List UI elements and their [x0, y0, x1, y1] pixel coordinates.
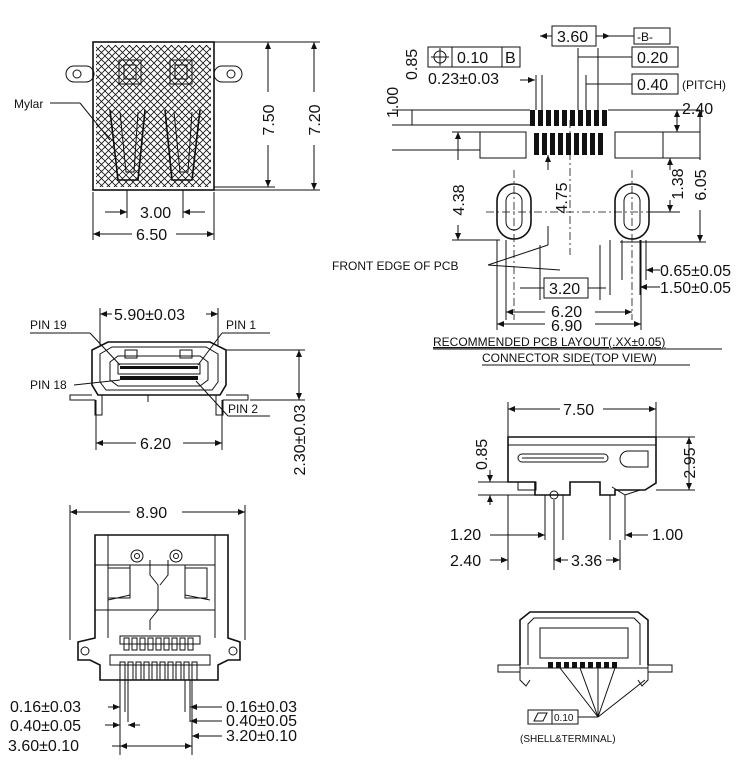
dim-2-40: 2.40: [682, 101, 713, 118]
dim-2-95: 2.95: [682, 447, 699, 478]
dim-0-23: 0.23±0.03: [428, 71, 499, 88]
dim-1-00-side: 1.00: [652, 527, 683, 544]
pitch-value: 0.40: [637, 77, 668, 94]
shell-terminal-note: (SHELL&TERMINAL): [520, 734, 616, 745]
caption-connector-side: CONNECTOR SIDE(TOP VIEW): [482, 351, 657, 365]
dim-5-90: 5.90±0.03: [114, 307, 185, 324]
pcb-layout-view: 0.10 B 3.60 -B- 0.20 0.40 (PITCH) 0.85 0…: [332, 25, 731, 366]
side-body-outline: [507, 436, 657, 496]
flatness-tolerance: 0.10: [554, 713, 574, 724]
dim-0-16-right: 0.16±0.03: [226, 699, 297, 716]
dim-1-00: 1.00: [385, 87, 402, 118]
pin-2-label: PIN 2: [228, 402, 258, 416]
dim-7-50: 7.50: [261, 104, 278, 135]
profile-terminals: [548, 662, 617, 668]
pin-18-label: PIN 18: [30, 378, 67, 392]
pin-1-label: PIN 1: [226, 318, 256, 332]
connector-body-outline: [92, 41, 215, 191]
dim-6-50: 6.50: [136, 227, 167, 244]
position-tolerance: 0.10: [457, 50, 488, 67]
profile-view: 0.10 (SHELL&TERMINAL): [497, 611, 673, 745]
dim-6-90: 6.90: [551, 318, 582, 335]
dim-0-65: 0.65±0.05: [660, 263, 731, 280]
pin-19-label: PIN 19: [30, 318, 67, 332]
datum-b: -B-: [637, 30, 653, 44]
dim-1-50: 1.50±0.05: [660, 280, 731, 297]
front-edge-label: FRONT EDGE OF PCB: [332, 259, 458, 273]
dim-0-40-right: 0.40±0.05: [226, 713, 297, 730]
dim-0-20: 0.20: [637, 50, 668, 67]
mylar-label: Mylar: [14, 97, 43, 111]
dim-1-38: 1.38: [670, 168, 687, 199]
dim-3-20-bottom: 3.20±0.10: [226, 728, 297, 745]
bottom-view: 8.90 0.16±0.03 0.40±0.05 3.60±0.10 0.16±…: [8, 505, 297, 755]
dim-4-38: 4.38: [451, 184, 468, 215]
dim-0-16-left: 0.16±0.03: [10, 699, 81, 716]
dim-6-05: 6.05: [693, 169, 710, 200]
bottom-body-outline: [77, 534, 241, 681]
dim-0-85: 0.85: [404, 49, 421, 80]
top-view: Mylar 3.00 6.50 7.50 7.20: [14, 41, 324, 244]
dim-3-36: 3.36: [571, 553, 602, 570]
side-view: 7.50 0.85 2.95 1.20 1.00 2.40 3.36: [450, 402, 699, 570]
shell-profile: [519, 611, 649, 665]
caption-recommended-layout: RECOMMENDED PCB LAYOUT(.XX±0.05): [433, 335, 665, 349]
dim-2-30: 2.30±0.03: [292, 404, 309, 475]
dim-8-90: 8.90: [136, 505, 167, 522]
dim-7-20: 7.20: [307, 104, 324, 135]
bottom-terminals: [109, 635, 211, 681]
front-view: PIN 19 PIN 1 PIN 18 PIN 2 5.90±0.03 6.20…: [30, 307, 309, 476]
dim-3-00: 3.00: [140, 205, 171, 222]
dim-3-60: 3.60: [557, 29, 588, 46]
dim-7-50-side: 7.50: [563, 402, 594, 419]
dim-3-60-bottom: 3.60±0.10: [8, 738, 79, 755]
front-pins: [120, 366, 198, 380]
dim-4-75: 4.75: [554, 182, 571, 213]
dim-1-20: 1.20: [450, 527, 481, 544]
pitch-label: (PITCH): [682, 78, 726, 92]
dim-0-85-side: 0.85: [474, 439, 491, 470]
flatness-symbol-icon: [533, 712, 548, 722]
dim-3-20: 3.20: [549, 281, 580, 298]
pad-row-top: [530, 110, 607, 126]
shell-pad-left: [479, 131, 527, 159]
dim-2-40-side: 2.40: [450, 553, 481, 570]
shell-outline: [91, 341, 227, 396]
dim-6-20-front: 6.20: [140, 436, 171, 453]
datum-ref: B: [505, 50, 516, 67]
pad-row-bottom: [534, 133, 603, 155]
dim-6-20: 6.20: [551, 304, 582, 321]
shell-pad-right: [614, 131, 664, 159]
dim-0-40-left: 0.40±0.05: [10, 718, 81, 735]
